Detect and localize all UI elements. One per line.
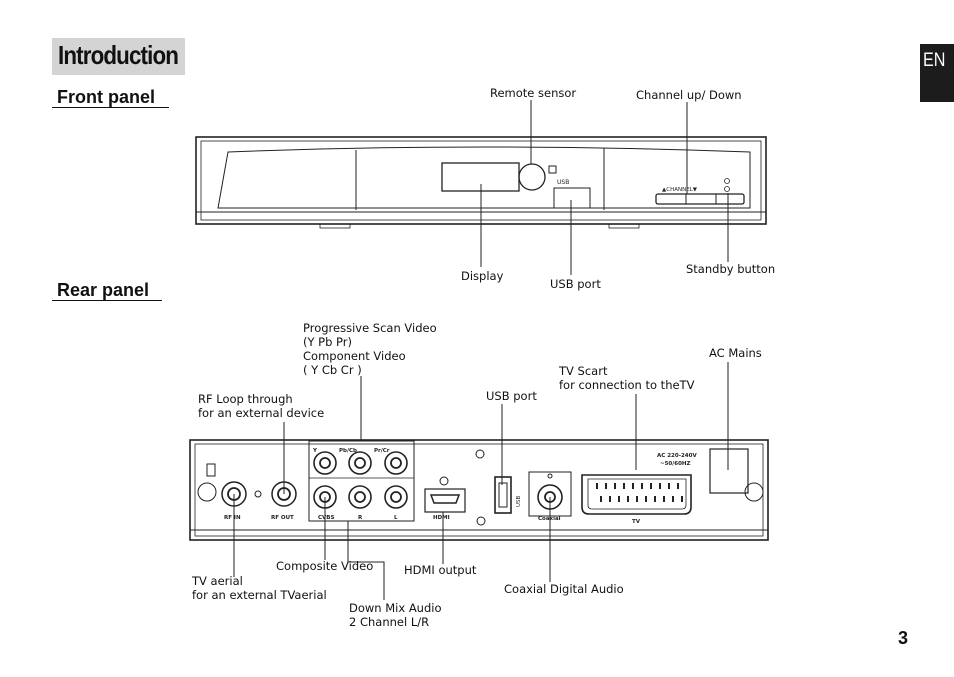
hdmi-output-label: HDMI output <box>404 563 477 577</box>
tv-scart-label: TV Scart for connection to theTV <box>559 364 694 392</box>
channel-marking: ▲CHANNEL▼ <box>662 187 698 193</box>
tv-aerial-label-line-2: for an external TVaerial <box>192 588 327 602</box>
language-tab-label: EN <box>923 50 946 71</box>
component-video-label-line-4: ( Y Cb Cr ) <box>303 363 362 377</box>
component-video-label-line-2: (Y Pb Pr) <box>303 335 353 349</box>
pbcb-marking: Pb/Cb <box>339 448 357 454</box>
rf-out-marking: RF OUT <box>271 515 294 521</box>
standby-button-label: Standby button <box>686 262 776 276</box>
coaxial-marking: Coaxial <box>538 516 561 522</box>
channel-up-down-label: Channel up/ Down <box>636 88 742 102</box>
ac-rating-marking-1: AC 220-240V <box>657 453 697 459</box>
front-usb-port-label: USB port <box>550 277 601 291</box>
down-mix-audio-label-line-1: Down Mix Audio <box>349 601 442 615</box>
component-video-label-line-1: Progressive Scan Video <box>303 321 437 335</box>
title-background <box>52 38 185 75</box>
front-panel-heading-underline <box>52 107 169 108</box>
component-video-label-line-3: Component Video <box>303 349 406 363</box>
ac-rating-marking-2: ~50/60HZ <box>660 461 691 467</box>
remote-sensor-label: Remote sensor <box>490 86 577 100</box>
scart-pins <box>596 483 683 502</box>
r-marking: R <box>358 515 363 521</box>
rf-loop-label-line-2: for an external device <box>198 406 325 420</box>
coaxial-digital-audio-label: Coaxial Digital Audio <box>504 582 624 596</box>
page-title: Introduction <box>58 40 179 70</box>
page-number: 3 <box>898 628 909 648</box>
component-video-label: Progressive Scan Video (Y Pb Pr) Compone… <box>303 321 437 377</box>
rear-usb-marking: USB <box>516 495 522 507</box>
tv-scart-label-line-1: TV Scart <box>559 364 608 378</box>
rear-usb-port-label: USB port <box>486 389 537 403</box>
front-panel-device <box>195 136 767 229</box>
front-panel-heading: Front panel <box>57 87 155 107</box>
rear-panel-heading-underline <box>52 300 162 301</box>
rear-callout-lines <box>233 362 729 600</box>
tv-scart-label-line-2: for connection to theTV <box>559 378 695 392</box>
prcr-marking: Pr/Cr <box>374 448 390 454</box>
tv-aerial-label-line-1: TV aerial <box>192 574 243 588</box>
hdmi-marking: HDMI <box>433 515 450 521</box>
down-mix-audio-label: Down Mix Audio 2 Channel L/R <box>349 601 442 629</box>
l-marking: L <box>394 515 398 521</box>
down-mix-audio-label-line-2: 2 Channel L/R <box>349 615 430 629</box>
rear-panel-heading: Rear panel <box>57 280 150 300</box>
front-usb-marking: USB <box>557 179 569 186</box>
ac-mains-label: AC Mains <box>709 346 762 360</box>
tv-aerial-label: TV aerial for an external TVaerial <box>192 574 327 602</box>
cvbs-marking: CVBS <box>318 515 334 521</box>
rf-loop-label: RF Loop through for an external device <box>198 392 324 420</box>
front-callout-lines <box>480 100 729 275</box>
display-label: Display <box>461 269 504 283</box>
y-marking: Y <box>312 448 318 454</box>
tv-marking: TV <box>632 519 641 525</box>
rf-in-marking: RF IN <box>224 515 241 521</box>
language-tab: EN <box>920 44 954 102</box>
composite-video-label: Composite Video <box>276 559 374 573</box>
rf-loop-label-line-1: RF Loop through <box>198 392 293 406</box>
